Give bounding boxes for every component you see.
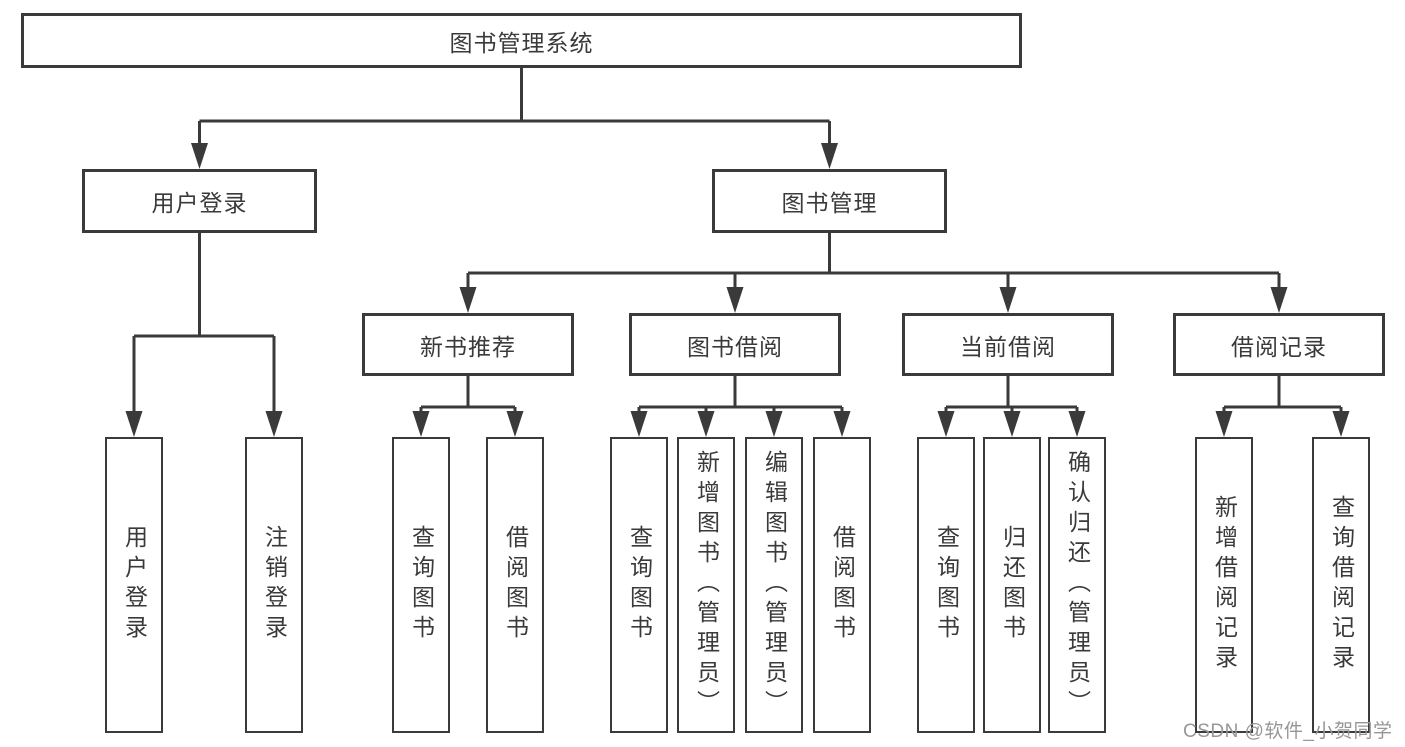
leaf-br-add-record: 新增借阅记录: [1195, 437, 1253, 733]
arrowhead: [265, 411, 283, 437]
leaf-cb-query-books: 查询图书: [917, 437, 975, 733]
leaf-cb-query-books-label: 查询图书: [933, 525, 960, 645]
arrowhead: [125, 411, 143, 437]
leaf-br-add-record-label: 新增借阅记录: [1211, 495, 1238, 675]
node-book-management: 图书管理: [712, 169, 947, 233]
leaf-bb-edit-books-admin: 编辑图书（管理员）: [745, 437, 803, 733]
node-current-borrowing-label: 当前借阅: [960, 333, 1056, 360]
leaf-br-query-record: 查询借阅记录: [1312, 437, 1370, 733]
arrowhead: [1332, 411, 1350, 437]
arrowhead: [697, 411, 715, 437]
connector-user-login-to-leaves: [125, 233, 283, 437]
node-user-login-label: 用户登录: [151, 190, 248, 216]
leaf-user-login: 用户登录: [105, 437, 163, 733]
node-borrowing-records-label: 借阅记录: [1231, 333, 1327, 360]
arrowhead: [1270, 287, 1288, 313]
leaf-nb-borrow-books: 借阅图书: [486, 437, 544, 733]
connector-new-book-recommend-to-leaves: [412, 376, 524, 437]
leaf-cb-confirm-return-admin: 确认归还（管理员）: [1048, 437, 1106, 733]
node-new-book-recommend: 新书推荐: [362, 313, 574, 376]
node-root: 图书管理系统: [21, 13, 1022, 68]
arrowhead: [765, 411, 783, 437]
node-book-management-label: 图书管理: [781, 190, 878, 216]
arrowhead: [412, 411, 430, 437]
connector-borrowing-records-to-leaves: [1215, 376, 1350, 437]
node-book-borrowing: 图书借阅: [629, 313, 841, 376]
arrowhead: [1068, 411, 1086, 437]
arrowhead: [1215, 411, 1233, 437]
arrowhead: [506, 411, 524, 437]
leaf-logout: 注销登录: [245, 437, 303, 733]
leaf-bb-query-books: 查询图书: [610, 437, 668, 733]
connector-root-to-level2: [191, 68, 838, 169]
arrowhead: [726, 287, 744, 313]
leaf-bb-edit-books-admin-label: 编辑图书（管理员）: [761, 450, 788, 720]
arrowhead: [937, 411, 955, 437]
arrowhead: [630, 411, 648, 437]
node-user-login: 用户登录: [82, 169, 317, 233]
arrowhead: [833, 411, 851, 437]
arrowhead: [821, 143, 838, 169]
connector-book-management-to-level3: [459, 233, 1288, 313]
arrowhead: [459, 287, 477, 313]
node-new-book-recommend-label: 新书推荐: [420, 333, 516, 360]
leaf-cb-confirm-return-admin-label: 确认归还（管理员）: [1064, 450, 1091, 720]
node-root-label: 图书管理系统: [449, 29, 594, 56]
leaf-cb-return-books-label: 归还图书: [999, 525, 1026, 645]
node-current-borrowing: 当前借阅: [902, 313, 1114, 376]
arrowhead: [999, 287, 1017, 313]
leaf-nb-query-books-label: 查询图书: [408, 525, 435, 645]
leaf-bb-borrow-books: 借阅图书: [813, 437, 871, 733]
leaf-br-query-record-label: 查询借阅记录: [1328, 495, 1355, 675]
leaf-bb-query-books-label: 查询图书: [626, 525, 653, 645]
leaf-nb-borrow-books-label: 借阅图书: [502, 525, 529, 645]
leaf-nb-query-books: 查询图书: [392, 437, 450, 733]
connector-book-borrowing-to-leaves: [630, 376, 851, 437]
leaf-bb-borrow-books-label: 借阅图书: [829, 525, 856, 645]
leaf-bb-add-books-admin: 新增图书（管理员）: [677, 437, 735, 733]
arrowhead: [1003, 411, 1021, 437]
leaf-cb-return-books: 归还图书: [983, 437, 1041, 733]
node-book-borrowing-label: 图书借阅: [687, 333, 783, 360]
arrowhead: [191, 143, 208, 169]
node-borrowing-records: 借阅记录: [1173, 313, 1385, 376]
connector-current-borrowing-to-leaves: [937, 376, 1086, 437]
leaf-logout-label: 注销登录: [261, 525, 288, 645]
watermark: CSDN @软件_小贺同学: [1183, 721, 1393, 742]
leaf-user-login-label: 用户登录: [121, 525, 148, 645]
leaf-bb-add-books-admin-label: 新增图书（管理员）: [693, 450, 720, 720]
